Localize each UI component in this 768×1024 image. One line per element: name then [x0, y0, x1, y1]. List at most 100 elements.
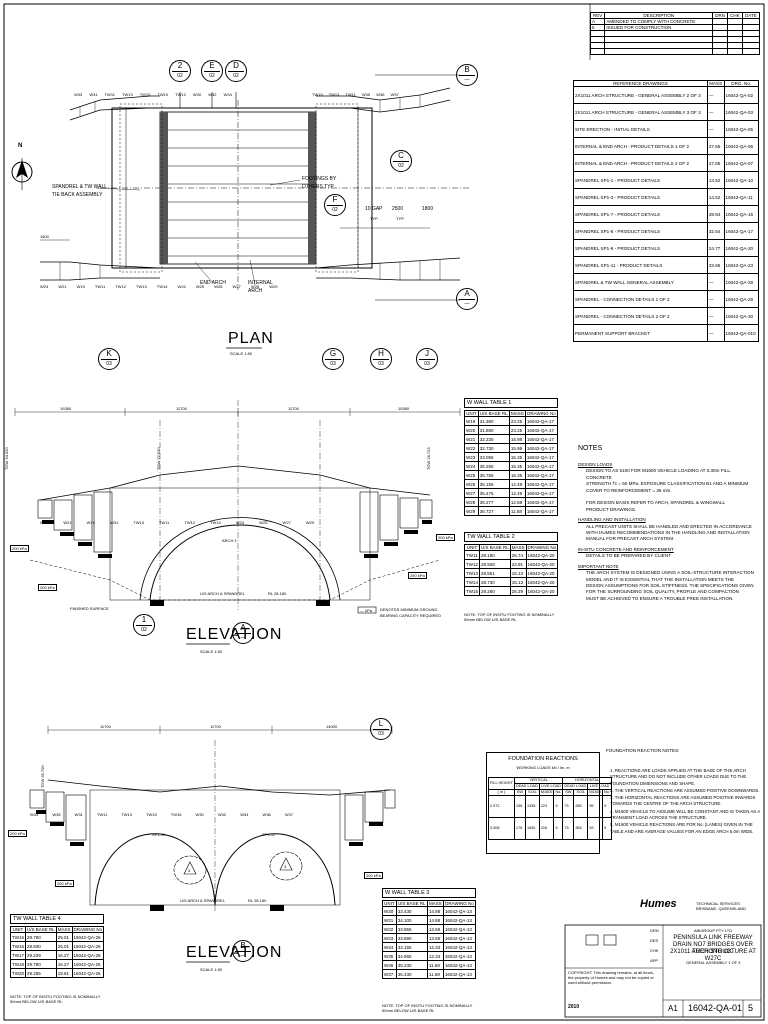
table-cell: 16042-QA-17	[524, 506, 559, 516]
table-cell: —	[706, 103, 725, 121]
table-row: SITE ERECTION - INITIAL DETAILS—16042-QA…	[573, 120, 760, 138]
dimension-label: 14000	[326, 724, 338, 729]
section-callout-a[interactable]: A—	[456, 288, 478, 310]
tb-field: CHK	[650, 948, 659, 953]
table-cell: 16042-QA-23	[723, 256, 760, 274]
foundation-notes-title: FOUNDATION REACTION NOTES:	[606, 748, 680, 753]
table-cell: 16042-QA-28	[723, 273, 760, 291]
table-cell: —	[706, 86, 725, 104]
legend-symbol: — kPa	[360, 608, 373, 613]
table-cell: 27.65	[706, 154, 725, 172]
table-row: PERMANENT SUPPORT BRACKET—16042-QA-010	[573, 324, 760, 342]
bearing-kpa: 200 kPa	[364, 872, 383, 879]
table-cell: 15.98	[508, 434, 526, 444]
table-cell: LIVE LOAD	[587, 783, 612, 790]
drawing-description: GENERAL ASSEMBLY 1 OF 3	[686, 960, 741, 965]
table-cell: 16042-QA-17	[524, 488, 559, 498]
column-header: DRAWING No	[525, 544, 559, 551]
table-cell: 11.59	[426, 969, 444, 979]
elevation-label: SP1-11	[152, 832, 166, 837]
table-cell: TW18	[9, 959, 27, 969]
plan-label: TIE BACK ASSEMBLY	[52, 192, 103, 198]
table-cell: 16042-QA-05	[723, 120, 760, 138]
table-cell: 15.13	[509, 577, 527, 587]
note-text: DESIGN TO AS 5100 FOR M1600 VEHICLE LOAD…	[586, 468, 749, 512]
table-cell: W19	[464, 416, 479, 426]
table-cell: 28.930	[25, 941, 57, 951]
note-heading: IMPORTANT NOTE	[578, 563, 619, 569]
table-cell: 16042-QA-13	[442, 915, 477, 925]
table-cell: TW11	[463, 550, 481, 560]
table-cell: 31.880	[477, 425, 510, 435]
table-cell: 15.35	[508, 452, 526, 462]
table-cell: 2.972	[488, 795, 515, 818]
table-cell: INTERNAL & END ARCH - PRODUCT DETAILS 1 …	[573, 137, 708, 155]
note-heading: HANDLING AND INSTALLATION	[578, 517, 646, 523]
table-cell: DEAD LOAD	[513, 783, 540, 790]
table-cell: W37	[382, 969, 397, 979]
table-cell: 16042-QA-20	[525, 559, 559, 569]
table-cell: 33.430	[395, 906, 428, 916]
table-cell: 16042-QA-13	[442, 942, 477, 952]
table-cell: —	[706, 273, 725, 291]
table-row: 2X1011 ARCH STRUCTURE - GENERAL ASSEMBLY…	[573, 86, 760, 104]
table-cell: 16042-QA-29	[723, 290, 760, 308]
table-row: SPANDREL - CONNECTION DETAILS 2 OF 2—160…	[573, 307, 760, 325]
note-heading: DESIGN LOADS	[578, 462, 613, 467]
table-cell: 27.65	[706, 137, 725, 155]
table-cell: 12.33	[426, 951, 444, 961]
table-cell: 14.52	[706, 188, 725, 206]
table-cell: 95	[587, 795, 603, 818]
table-cell: 16042-QA-13	[442, 960, 477, 970]
table-cell: DEAD LOAD	[562, 783, 589, 790]
table-row: SPANDREL & TW WALL GENERAL ASSEMBLY—1604…	[573, 273, 760, 291]
table-cell: TW13	[463, 568, 481, 578]
table-cell: 33.65	[706, 256, 725, 274]
section-callout-b[interactable]: B—	[456, 64, 478, 86]
elevation-label: ARCH 1	[222, 538, 237, 543]
table-cell: LIVE LOAD	[538, 783, 564, 790]
elevation-b-drawing	[29, 726, 396, 963]
table-cell: 16042-QA-17	[524, 434, 559, 444]
dimension-label: 11700	[210, 724, 221, 729]
table-cell: 28.928	[479, 559, 511, 569]
table-cell: TW20	[9, 968, 27, 978]
table-cell: 23.25	[508, 416, 526, 426]
elevation-b-marker: B—	[232, 940, 254, 962]
table-cell: TW16	[9, 941, 27, 951]
table-cell: 28.730	[479, 577, 511, 587]
plan-label: TYP.	[396, 216, 405, 221]
table-cell: 28.780	[25, 932, 57, 942]
table-cell: 23.25	[508, 425, 526, 435]
table-cell: SPANDREL SP1-9 - PRODUCT DETAILS	[573, 239, 708, 257]
table-cell: 35.755	[477, 470, 510, 480]
tow-label: TOW 34.920	[4, 447, 9, 470]
table-cell: SPANDREL - CONNECTION DETAILS 2 OF 2	[573, 307, 708, 325]
table-cell: TW17	[9, 950, 27, 960]
table-cell: 35.230	[395, 960, 428, 970]
table-note: 50mm BELOW U/S BASE RL	[464, 617, 517, 622]
table-cell: W24	[464, 461, 479, 471]
column-header: MASS	[426, 900, 444, 907]
